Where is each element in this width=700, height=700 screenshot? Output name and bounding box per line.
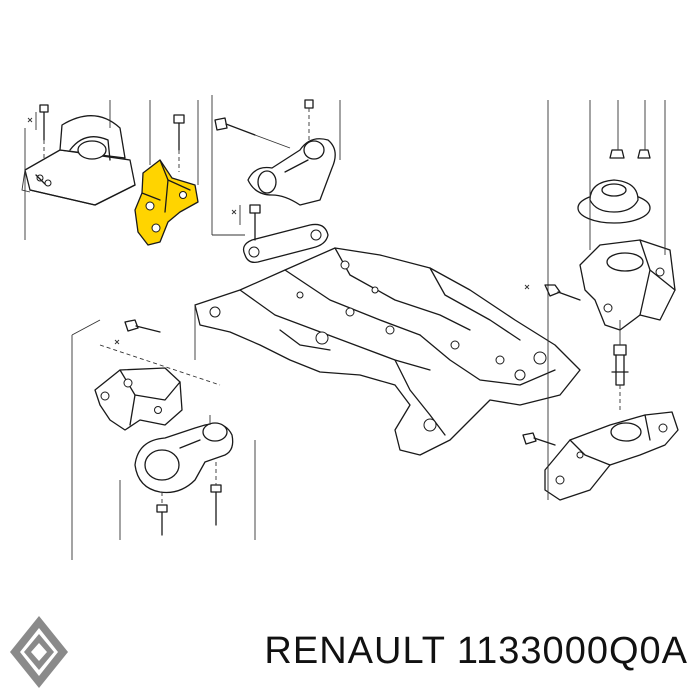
torque-rod-upper (211, 95, 341, 236)
exploded-diagram (21, 95, 679, 560)
upper-right-mount (524, 100, 676, 460)
part-number: 1133000Q0A (456, 630, 688, 672)
highlighted-bracket-part (134, 100, 199, 246)
upper-left-mount (21, 100, 136, 240)
lower-right-mount (522, 320, 679, 501)
bracket-bolt (173, 114, 185, 172)
part-caption: RENAULT 1133000Q0A (264, 630, 688, 673)
lower-left-engine-mount (119, 415, 256, 540)
caption-bar: RENAULT 1133000Q0A (0, 600, 700, 700)
renault-diamond-icon (8, 614, 70, 690)
torque-link-lower (231, 204, 329, 263)
lower-left-bracket (71, 305, 221, 560)
front-subframe (194, 247, 581, 456)
brand-name: RENAULT (264, 630, 446, 672)
